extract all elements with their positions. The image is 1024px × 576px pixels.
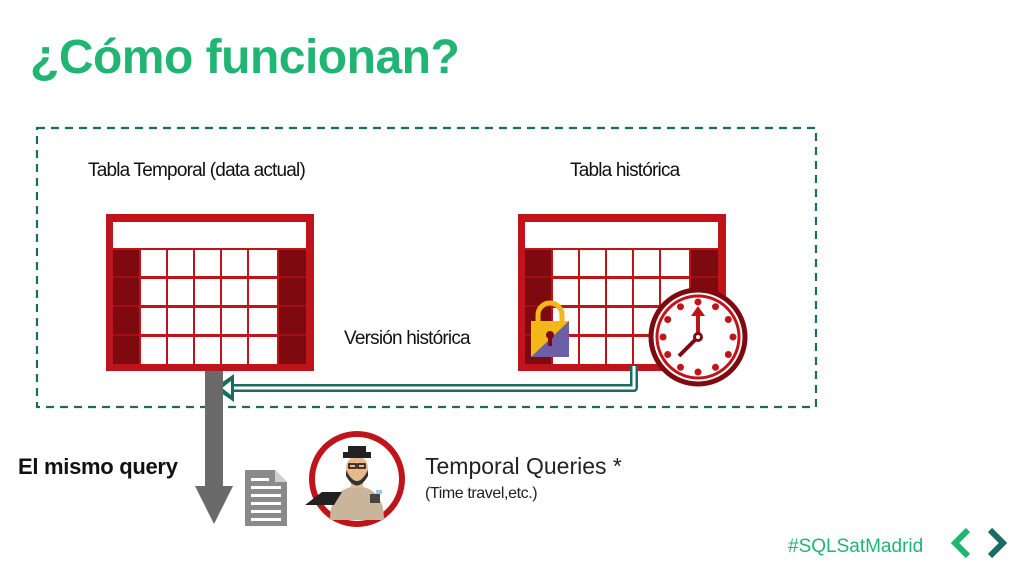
logo-chevrons-icon bbox=[950, 527, 1008, 559]
page-title: ¿Cómo funcionan? bbox=[30, 31, 460, 84]
temporal-table-label: Tabla Temporal (data actual) bbox=[88, 160, 306, 181]
temporal-table-icon bbox=[106, 214, 314, 371]
clock-icon bbox=[648, 287, 748, 387]
document-icon bbox=[245, 470, 287, 526]
dashed-boundary bbox=[35, 126, 818, 409]
footer-hashtag: #SQLSatMadrid bbox=[788, 536, 924, 557]
query-down-arrow bbox=[195, 371, 233, 524]
historic-table-label: Tabla histórica bbox=[570, 160, 680, 181]
temporal-queries-sublabel: (Time travel,etc.) bbox=[425, 485, 538, 502]
same-query-label: El mismo query bbox=[18, 454, 178, 479]
version-return-arrow bbox=[214, 366, 638, 402]
temporal-queries-label: Temporal Queries * bbox=[425, 453, 622, 479]
lock-icon bbox=[531, 300, 569, 357]
person-avatar-icon bbox=[305, 431, 405, 527]
historic-version-label: Versión histórica bbox=[344, 328, 471, 349]
